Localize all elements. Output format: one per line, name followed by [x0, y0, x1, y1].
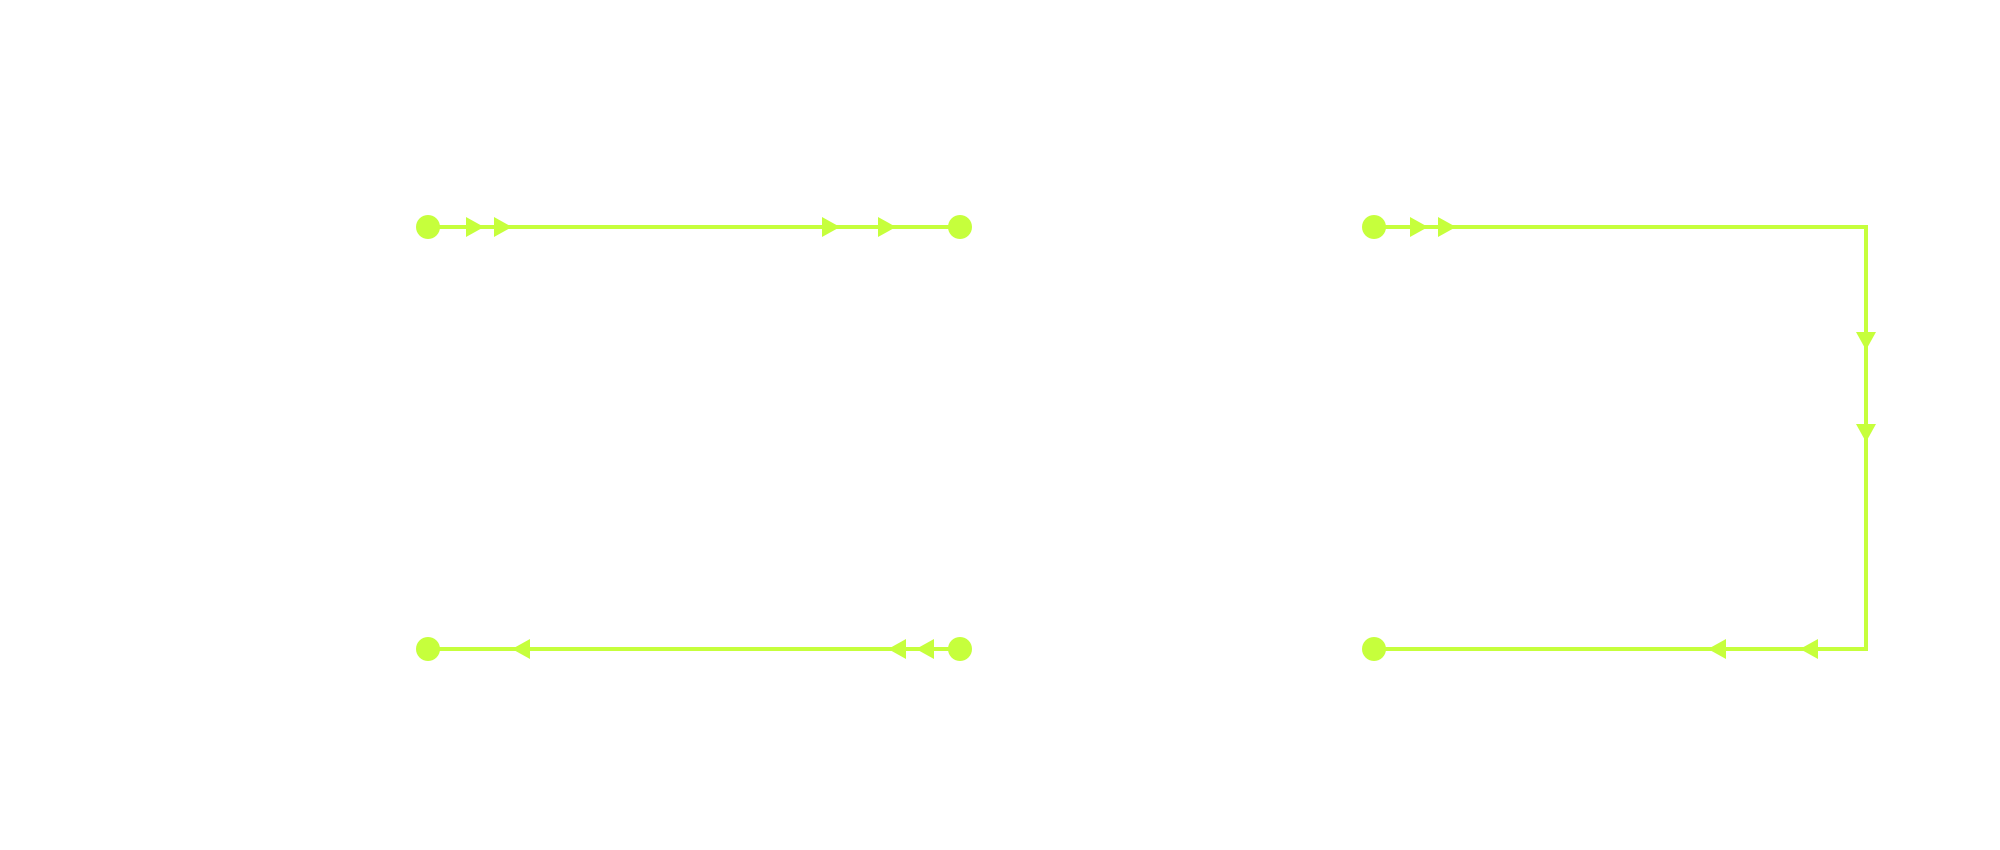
edge-right-loop-arrowhead-1	[1410, 217, 1428, 237]
edges-layer	[428, 225, 1868, 651]
edge-right-loop-arrowhead-4	[1856, 424, 1876, 442]
nodes-layer	[416, 215, 1386, 661]
markers-layer	[466, 217, 1876, 659]
edge-top-left-arrowhead-1	[466, 217, 484, 237]
edge-right-loop-arrowhead-5	[1800, 639, 1818, 659]
node-a2-circle[interactable]	[948, 215, 972, 239]
edge-bottom-left-arrowhead-2	[916, 639, 934, 659]
edge-bottom-left-arrowhead-1	[888, 639, 906, 659]
edge-bottom-left-arrowhead-3	[512, 639, 530, 659]
node-c2-circle[interactable]	[1362, 637, 1386, 661]
node-b1-circle[interactable]	[416, 637, 440, 661]
node-b2-circle[interactable]	[948, 637, 972, 661]
edge-right-loop-arrowhead-2	[1438, 217, 1456, 237]
edge-top-left-arrowhead-4	[878, 217, 896, 237]
edge-right-loop-line	[1374, 225, 1868, 651]
edge-right-loop-arrowhead-3	[1856, 332, 1876, 350]
edge-top-left-arrowhead-2	[494, 217, 512, 237]
edge-top-left-arrowhead-3	[822, 217, 840, 237]
edge-right-loop-arrowhead-6	[1708, 639, 1726, 659]
node-a1-circle[interactable]	[416, 215, 440, 239]
node-c1-circle[interactable]	[1362, 215, 1386, 239]
